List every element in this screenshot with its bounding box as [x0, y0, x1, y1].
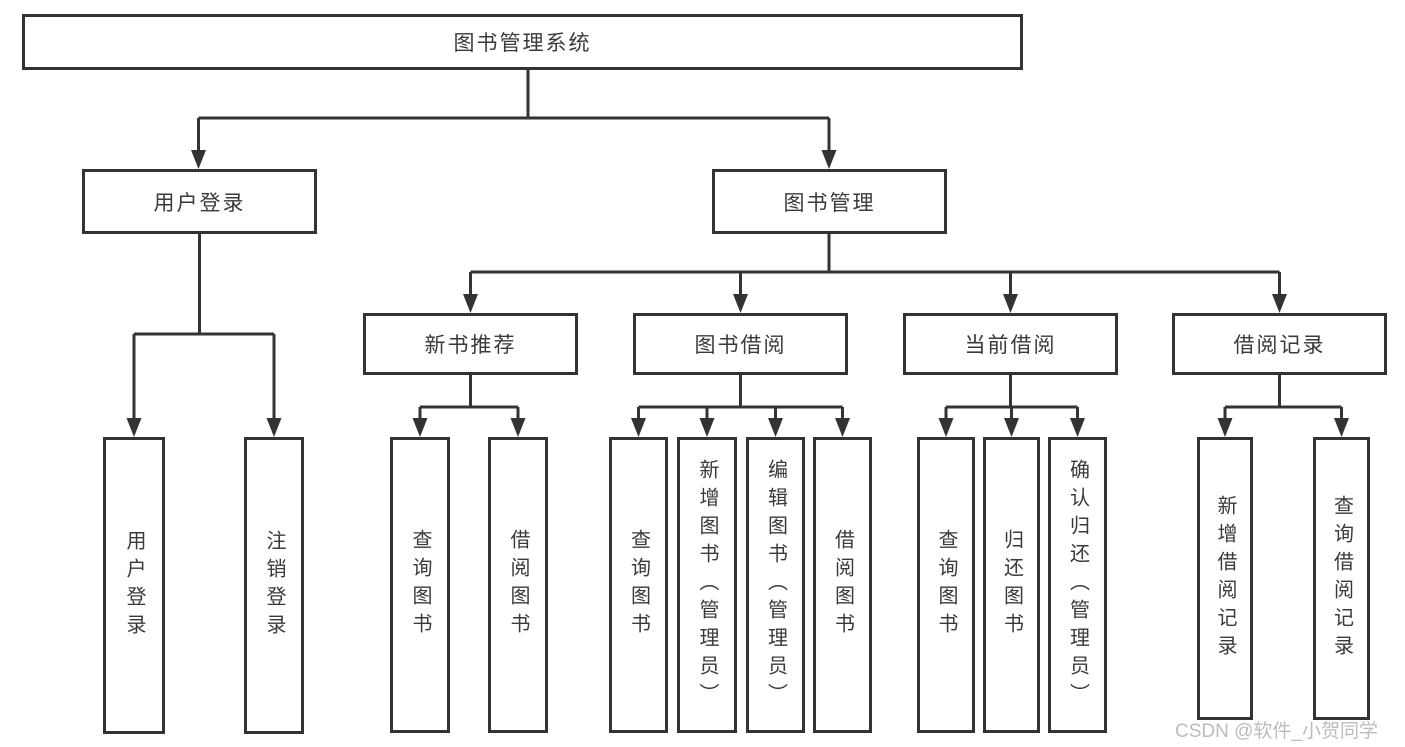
node-borrowing-records: 借阅记录 [1172, 313, 1387, 375]
node-user-login-leaf: 用户登录 [103, 437, 165, 734]
node-query-books-recommend: 查询图书 [390, 437, 450, 733]
node-borrow-books-recommend: 借阅图书 [488, 437, 548, 733]
node-borrow-books-borrow: 借阅图书 [813, 437, 872, 733]
node-query-books-current: 查询图书 [917, 437, 975, 733]
watermark: CSDN @软件_小贺同学 [1175, 721, 1378, 742]
node-confirm-return-admin: 确认归还（管理员） [1048, 437, 1107, 733]
node-book-borrowing: 图书借阅 [633, 313, 848, 375]
node-current-borrowing: 当前借阅 [903, 313, 1118, 375]
node-book-management: 图书管理 [712, 169, 947, 234]
node-user-login: 用户登录 [82, 169, 317, 234]
node-return-books: 归还图书 [983, 437, 1040, 733]
node-add-books-admin: 新增图书（管理员） [677, 437, 737, 733]
node-edit-books-admin: 编辑图书（管理员） [746, 437, 805, 733]
node-query-borrow-record: 查询借阅记录 [1313, 437, 1370, 720]
node-query-books-borrow: 查询图书 [609, 437, 668, 733]
node-add-borrow-record: 新增借阅记录 [1197, 437, 1253, 720]
node-new-book-recommend: 新书推荐 [363, 313, 578, 375]
node-logout-leaf: 注销登录 [244, 437, 304, 734]
node-root: 图书管理系统 [22, 14, 1023, 70]
